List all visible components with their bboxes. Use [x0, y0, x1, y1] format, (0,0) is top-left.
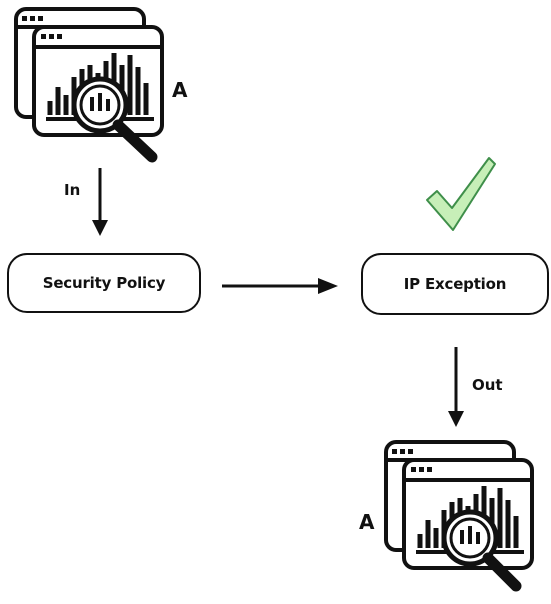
packet-in-label: A [172, 78, 188, 102]
arrow-policy-to-exception [222, 278, 338, 294]
node-ip-exception-label: IP Exception [403, 275, 507, 293]
edge-in-label: In [64, 181, 81, 199]
node-ip-exception: IP Exception [361, 253, 549, 315]
packet-out-icon [384, 440, 534, 592]
packet-in-icon [14, 7, 164, 163]
arrow-in [92, 168, 108, 236]
arrow-out [448, 347, 464, 427]
node-security-policy: Security Policy [7, 253, 201, 313]
packet-out-label: A [359, 510, 375, 534]
checkmark-icon [426, 157, 496, 231]
edge-out-label: Out [472, 376, 503, 394]
node-security-policy-label: Security Policy [42, 274, 166, 292]
